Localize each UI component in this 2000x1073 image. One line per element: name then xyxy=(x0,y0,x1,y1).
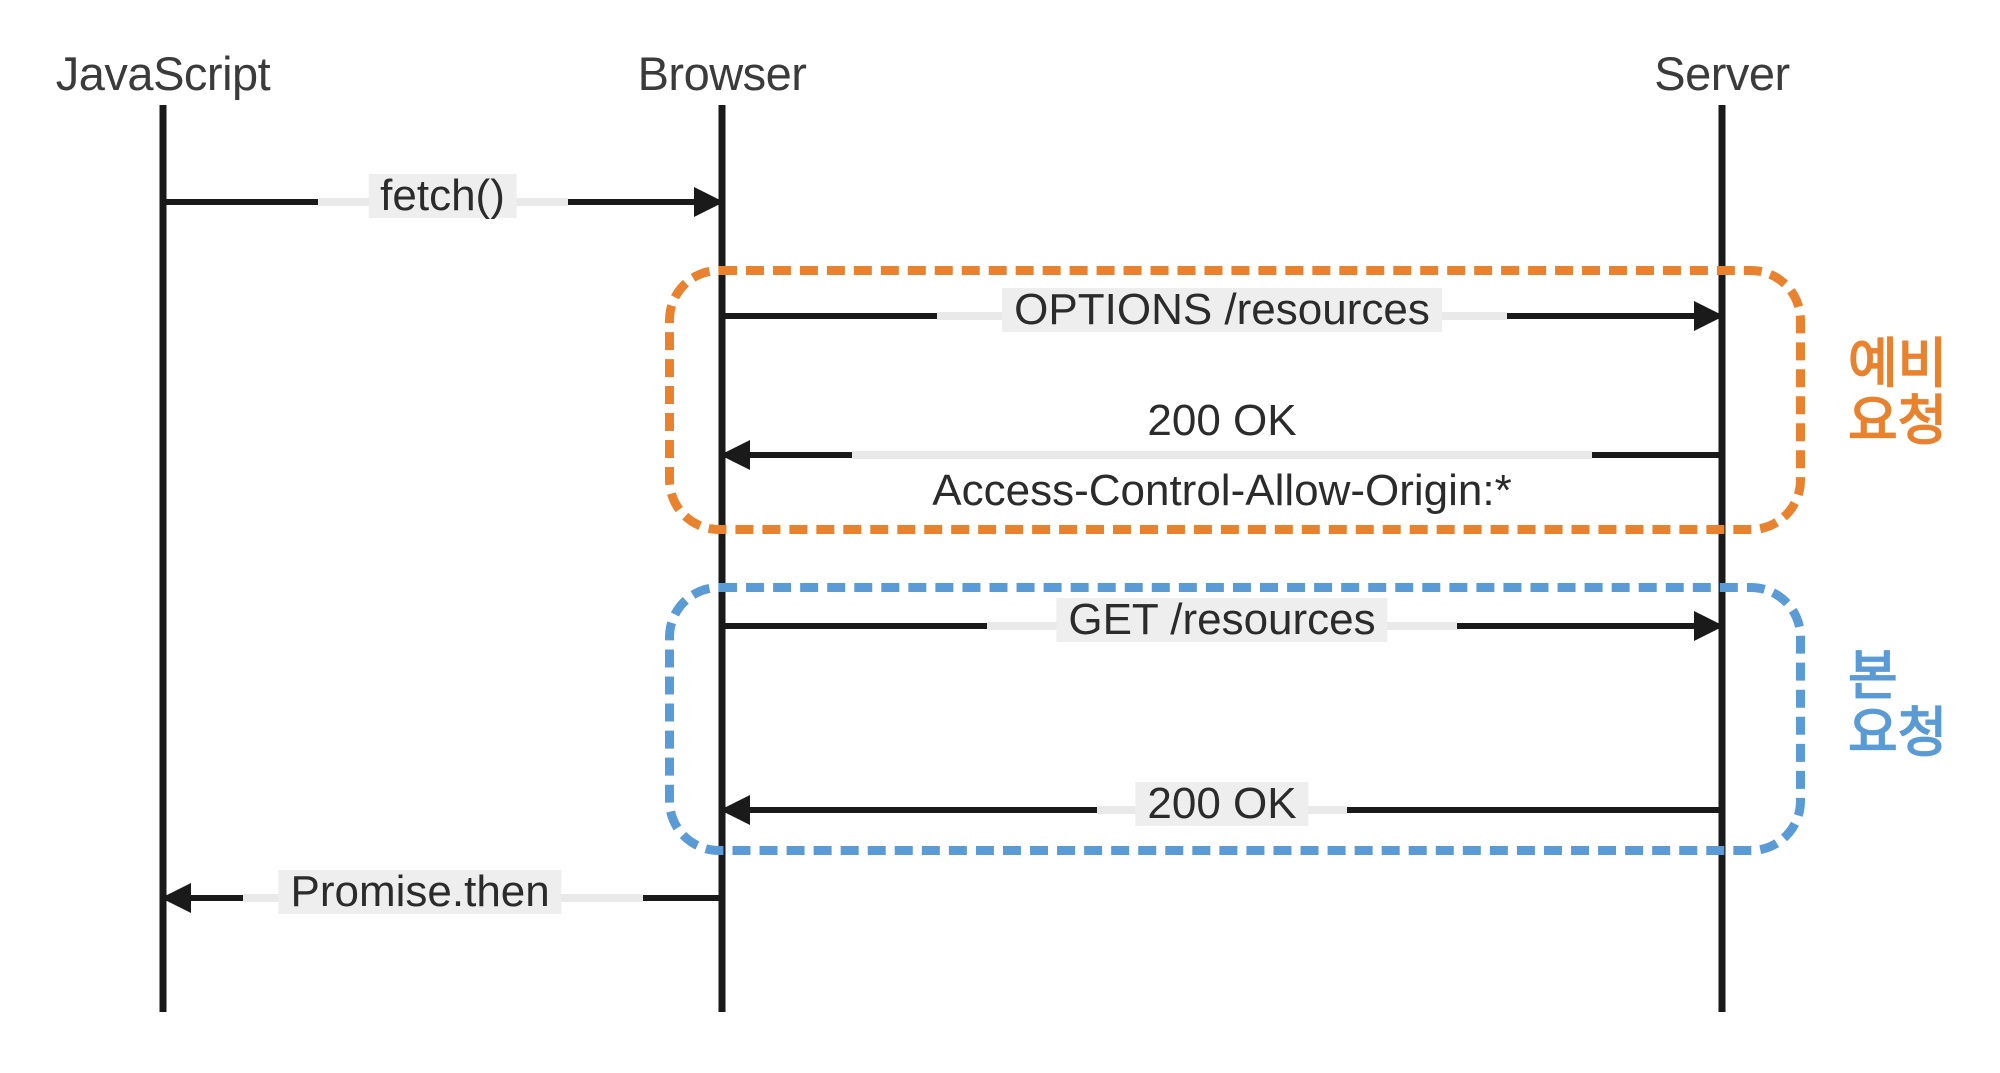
message-options-request-arrowhead xyxy=(1694,301,1724,331)
lifeline-javascript xyxy=(159,105,167,1012)
message-preflight-response-sublabel: Access-Control-Allow-Origin:* xyxy=(932,466,1512,515)
message-fetch-label: fetch() xyxy=(368,174,517,218)
lifeline-browser xyxy=(718,105,726,1012)
participant-label-browser: Browser xyxy=(637,47,807,100)
message-promise-then-arrowhead xyxy=(161,883,191,913)
participant-label-server: Server xyxy=(1654,47,1790,100)
message-fetch-arrowhead xyxy=(694,187,724,217)
group-caption-actual-request: 본 요청 xyxy=(1848,646,1948,764)
group-box-actual-request xyxy=(665,583,1805,855)
message-get-response-label: 200 OK xyxy=(1135,782,1309,826)
participant-label-javascript: JavaScript xyxy=(55,47,271,100)
message-options-request-label: OPTIONS /resources xyxy=(1002,288,1442,332)
message-promise-then-label: Promise.then xyxy=(278,870,562,914)
message-get-request-arrowhead xyxy=(1694,611,1724,641)
message-get-request-label: GET /resources xyxy=(1056,598,1388,642)
message-preflight-response-label: 200 OK xyxy=(1147,396,1297,445)
message-preflight-response-gap xyxy=(852,451,1592,459)
lifeline-server xyxy=(1718,105,1726,1012)
message-preflight-response-arrowhead xyxy=(720,440,750,470)
group-box-preflight xyxy=(665,266,1805,534)
message-get-response-arrowhead xyxy=(720,795,750,825)
group-caption-preflight: 예비 요청 xyxy=(1848,334,1948,452)
